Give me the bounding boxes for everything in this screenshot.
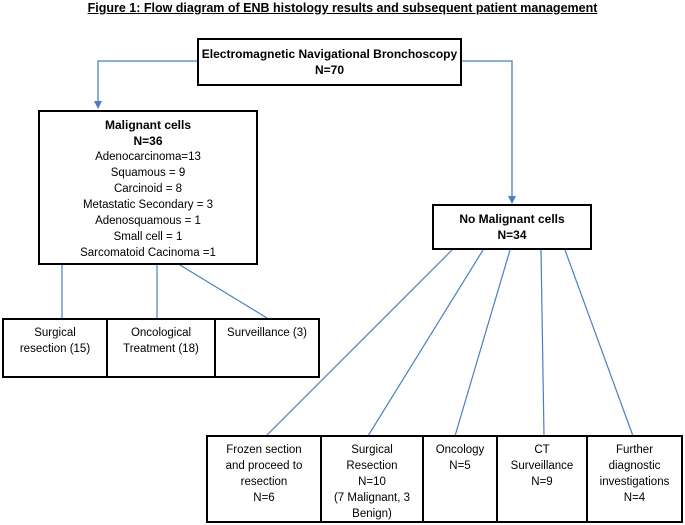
outcome-frozen-section: Frozen section and proceed to resection … <box>206 435 322 523</box>
malignant-item: Squamous = 9 <box>110 167 186 179</box>
outcome-line: Further <box>615 444 654 456</box>
malignant-item: Sarcomatoid Cacinoma =1 <box>80 247 216 259</box>
outcome-line: Surgical <box>34 327 76 339</box>
malignant-title: Malignant cells <box>104 118 192 132</box>
outcome-line: diagnostic <box>608 460 661 472</box>
outcome-line: CT <box>534 444 550 456</box>
connector-nm-to-oncology <box>454 249 511 437</box>
outcome-oncological-treatment: Oncological Treatment (18) <box>106 318 216 378</box>
connector-nm-to-frozen <box>265 249 453 437</box>
outcome-line: Oncology <box>435 444 485 456</box>
outcome-line: resection <box>240 476 288 488</box>
outcome-line: Resection <box>346 460 398 472</box>
outcome-ct-surveillance: CT Surveillance N=9 <box>496 435 588 523</box>
root-box: Electromagnetic Navigational Bronchoscop… <box>197 38 462 86</box>
malignant-box: Malignant cells N=36 Adenocarcinoma=13 S… <box>38 110 258 265</box>
outcome-surgical-resection-n10: Surgical Resection N=10 (7 Malignant, 3 … <box>320 435 424 523</box>
malignant-item: Adenosquamous = 1 <box>95 215 201 227</box>
outcome-line: N=10 <box>358 476 386 488</box>
connector-nm-to-surgical <box>367 249 484 437</box>
connector-root-to-no-malignant <box>462 60 516 204</box>
outcome-line: N=9 <box>531 476 553 488</box>
outcome-line: Oncological <box>130 327 192 339</box>
connector-malignant-to-surveillance <box>179 264 268 319</box>
malignant-item: Carcinoid = 8 <box>113 183 183 195</box>
outcome-further-investigations: Further diagnostic investigations N=4 <box>586 435 683 523</box>
outcome-line: Frozen section <box>226 444 302 456</box>
outcome-line: N=6 <box>253 492 275 504</box>
connector-nm-to-further <box>564 249 634 437</box>
root-count: N=70 <box>314 63 345 77</box>
no-malignant-count: N=34 <box>497 228 527 242</box>
malignant-item: Adenocarcinoma=13 <box>95 151 201 163</box>
connector-nm-to-ct <box>540 249 545 437</box>
outcome-surveillance: Surveillance (3) <box>214 318 320 378</box>
no-malignant-box: No Malignant cells N=34 <box>432 204 592 250</box>
malignant-item: Metastatic Secondary = 3 <box>82 199 214 211</box>
malignant-item: Small cell = 1 <box>113 231 183 243</box>
outcome-line: and proceed to <box>225 460 303 472</box>
outcome-line: Treatment (18) <box>123 343 199 355</box>
outcome-line: Surveillance (3) <box>227 327 307 339</box>
outcome-line: Surgical <box>351 444 393 456</box>
outcome-line: N=4 <box>623 492 646 504</box>
figure-title: Figure 1: Flow diagram of ENB histology … <box>87 1 598 15</box>
malignant-count: N=36 <box>133 134 163 148</box>
outcome-line: investigations <box>599 476 670 488</box>
outcome-oncology: Oncology N=5 <box>422 435 498 523</box>
connector-root-to-malignant <box>94 60 197 109</box>
outcome-line: N=5 <box>449 460 471 472</box>
outcome-line: Benign) <box>352 508 392 520</box>
outcome-line: Surveillance <box>510 460 574 472</box>
outcome-surgical-resection: Surgical resection (15) <box>2 318 108 378</box>
no-malignant-title: No Malignant cells <box>459 212 565 226</box>
outcome-line: resection (15) <box>19 343 91 355</box>
outcome-line: (7 Malignant, 3 <box>333 492 411 504</box>
root-title: Electromagnetic Navigational Bronchoscop… <box>201 47 458 61</box>
